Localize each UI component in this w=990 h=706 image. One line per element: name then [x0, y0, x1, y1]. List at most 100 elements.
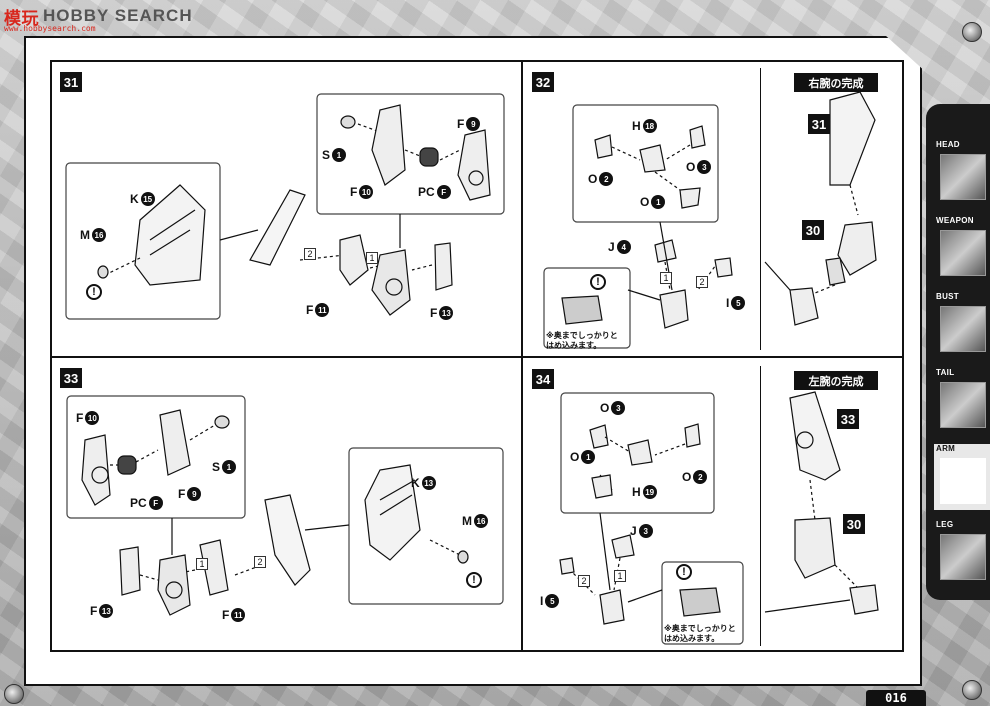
order-marker-2: 2	[254, 556, 266, 568]
part-number-badge: 3	[611, 401, 626, 415]
weapon-icon	[940, 230, 986, 276]
order-marker-1: 1	[366, 252, 378, 264]
nav-tab-label: TAIL	[936, 368, 955, 377]
part-letter: F	[90, 604, 98, 618]
screw-top-right	[962, 22, 982, 42]
head-icon	[940, 154, 986, 200]
nav-tab-weapon[interactable]: WEAPON	[934, 216, 990, 282]
left-arm-complete-title: 左腕の完成	[794, 371, 878, 390]
ref-step-33: 33	[837, 409, 859, 429]
part-letter: M	[80, 228, 90, 242]
screw-bottom-right	[962, 680, 982, 700]
part-letter: I	[540, 594, 544, 608]
part-letter: K	[130, 192, 139, 206]
part-letter: H	[632, 485, 641, 499]
leg-icon	[940, 534, 986, 580]
nav-tab-label: ARM	[936, 444, 956, 453]
part-letter: O	[600, 401, 610, 415]
step-34-number: 34	[532, 369, 554, 389]
nav-tab-bust[interactable]: BUST	[934, 292, 990, 358]
nav-tab-arm[interactable]: ARM	[934, 444, 990, 510]
nav-tab-label: WEAPON	[936, 216, 974, 225]
part-number-badge: 18	[642, 119, 657, 133]
note-line-1: ※奥までしっかりと	[546, 331, 618, 340]
part-number-badge: 5	[545, 594, 560, 608]
nav-tab-label: BUST	[936, 292, 959, 301]
part-letter: J	[608, 240, 615, 254]
nav-tab-leg[interactable]: LEG	[934, 520, 990, 586]
part-number-badge: 9	[466, 117, 481, 131]
watermark-logo: 模玩	[4, 8, 39, 28]
part-number-badge: 13	[99, 604, 114, 618]
nav-tab-tail[interactable]: TAIL	[934, 368, 990, 434]
step-31-number: 31	[60, 72, 82, 92]
note-line-2: はめ込みます。	[546, 341, 602, 350]
note-line-2: はめ込みます。	[664, 634, 720, 643]
order-marker-1: 1	[660, 272, 672, 284]
part-number-badge: F	[436, 185, 451, 199]
part-number-badge: 4	[616, 240, 631, 254]
part-letter: F	[457, 117, 465, 131]
watermark-text: HOBBY SEARCH	[43, 6, 193, 25]
part-number-badge: 13	[439, 306, 454, 320]
warning-icon: !	[466, 572, 482, 588]
part-number-badge: 10	[359, 185, 374, 199]
part-letter: F	[350, 185, 358, 199]
part-number-badge: 3	[638, 524, 653, 538]
part-number-badge: 9	[187, 487, 202, 501]
part-letter: F	[430, 306, 438, 320]
part-number-badge: 16	[474, 514, 488, 528]
nav-tab-label: LEG	[936, 520, 954, 529]
insertion-note: ※奥までしっかりと はめ込みます。	[664, 624, 736, 644]
part-number-badge: 11	[315, 303, 330, 317]
grid-divider-horizontal	[50, 356, 904, 358]
part-number-badge: 3	[697, 160, 712, 174]
part-letter: I	[726, 296, 730, 310]
part-letter: O	[640, 195, 650, 209]
part-number-badge: 19	[642, 485, 657, 499]
insertion-note: ※奥までしっかりと はめ込みます。	[546, 331, 618, 351]
right-arm-complete-title: 右腕の完成	[794, 73, 878, 92]
part-letter: O	[588, 172, 598, 186]
part-number-badge: 2	[693, 470, 708, 484]
order-marker-2: 2	[696, 276, 708, 288]
part-letter: H	[632, 119, 641, 133]
part-letter: F	[306, 303, 314, 317]
part-letter: F	[222, 608, 230, 622]
part-letter: PC	[130, 496, 147, 510]
ref-step-30: 30	[843, 514, 865, 534]
nav-tab-head[interactable]: HEAD	[934, 140, 990, 206]
step-33-number: 33	[60, 368, 82, 388]
part-letter: F	[178, 487, 186, 501]
warning-icon: !	[86, 284, 102, 300]
note-line-1: ※奥までしっかりと	[664, 624, 736, 633]
part-letter: M	[462, 514, 472, 528]
warning-icon: !	[676, 564, 692, 580]
part-letter: O	[682, 470, 692, 484]
page-number: 016	[866, 690, 926, 706]
order-marker-1: 1	[614, 570, 626, 582]
part-number-badge: 16	[92, 228, 106, 242]
part-letter: S	[322, 148, 331, 162]
watermark-url: www.hobbysearch.com	[4, 24, 96, 33]
